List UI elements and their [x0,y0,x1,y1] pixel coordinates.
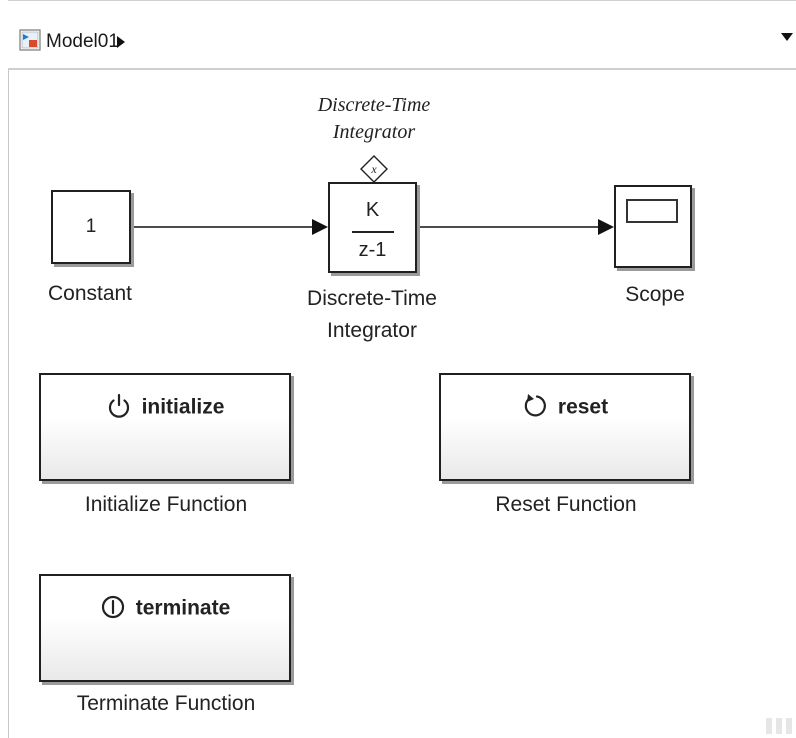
terminate-label: terminate [135,596,231,620]
terminate-caption: Terminate Function [76,692,256,715]
reset-icon [524,394,546,417]
scope-block[interactable] [614,185,692,268]
integrator-block[interactable]: K z-1 [328,182,417,273]
constant-value: 1 [85,216,97,237]
state-port-icon: x [360,155,388,183]
integrator-annotation-line1: Discrete-Time [317,94,431,116]
initialize-title: initialize [41,393,289,421]
breadcrumb-arrow-icon[interactable] [116,35,126,49]
integrator-annotation-line2: Integrator [332,121,416,143]
model-icon [19,29,41,51]
editor-toolbar: Model01 [8,0,796,70]
initialize-function-block[interactable]: initialize [39,373,291,481]
reset-function-block[interactable]: reset [439,373,691,481]
arrowhead-integrator-input [312,219,328,235]
integrator-caption-line2: Integrator [327,319,417,342]
reset-title: reset [441,394,689,421]
integrator-numerator: K [365,199,380,221]
reset-caption: Reset Function [495,493,637,516]
scope-screen-icon [626,199,678,223]
model-breadcrumb[interactable]: Model01 [46,31,119,52]
integrator-denominator: z-1 [358,239,387,261]
arrowhead-scope-input [598,219,614,235]
terminate-function-block[interactable]: terminate [39,574,291,682]
power-icon [108,393,129,418]
terminate-title: terminate [41,595,289,622]
constant-block[interactable]: 1 [51,190,131,264]
dropdown-arrow-icon[interactable] [780,32,794,42]
scope-caption: Scope [625,283,685,306]
terminate-icon [101,595,124,619]
constant-caption: Constant [47,282,133,305]
initialize-caption: Initialize Function [84,493,248,516]
resize-grip-icon[interactable] [764,716,794,736]
state-port-symbol: x [370,162,377,176]
fraction-bar [352,231,394,233]
reset-label: reset [557,395,609,419]
initialize-label: initialize [141,395,225,419]
integrator-caption-line1: Discrete-Time [307,287,437,310]
